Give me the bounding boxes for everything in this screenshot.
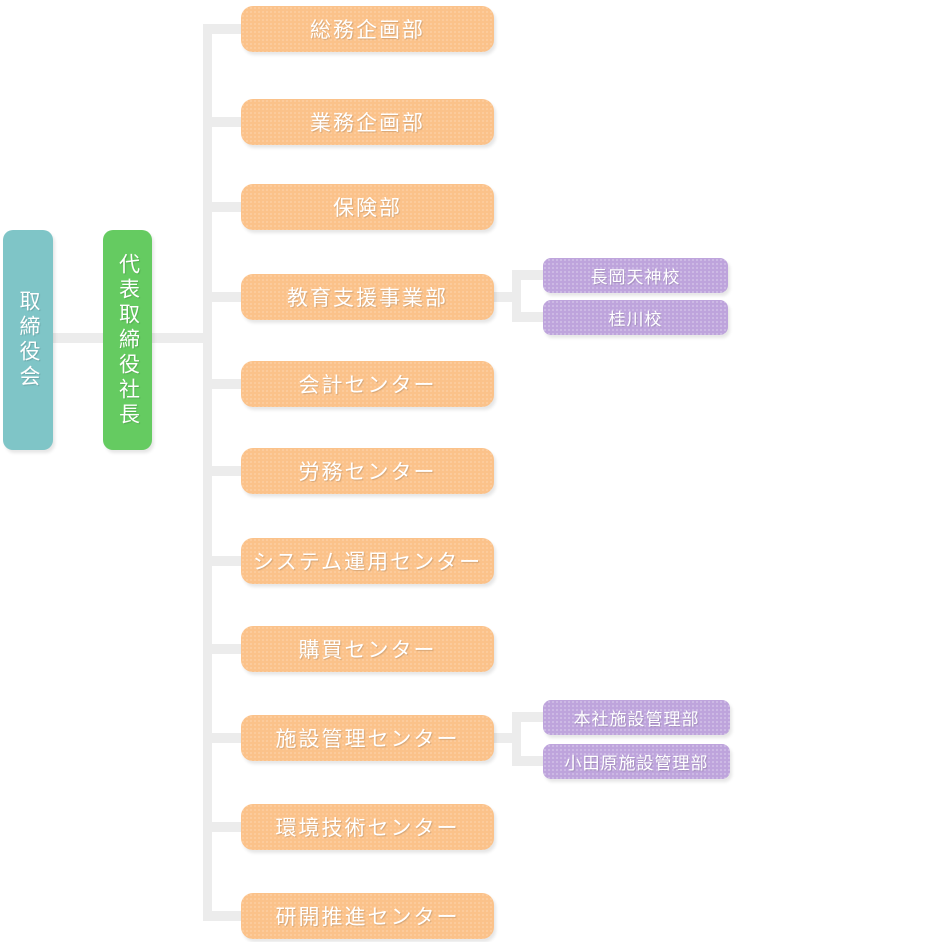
connector-branch-5 bbox=[203, 379, 241, 389]
dept-node-accounting-center: 会計センター bbox=[241, 361, 494, 407]
dept-node-general-affairs-planning: 総務企画部 bbox=[241, 6, 494, 52]
connector-facility-2 bbox=[512, 756, 543, 766]
connector-facility-vertical bbox=[512, 712, 521, 766]
connector-branch-11 bbox=[203, 911, 241, 921]
dept-node-environmental-technology-center: 環境技術センター bbox=[241, 804, 494, 850]
connector-branch-10 bbox=[203, 822, 241, 832]
connector-branch-2 bbox=[203, 117, 241, 127]
connector-board-president bbox=[53, 333, 103, 343]
dept-node-labor-center: 労務センター bbox=[241, 448, 494, 494]
connector-facility-stub bbox=[494, 733, 518, 743]
connector-branch-8 bbox=[203, 644, 241, 654]
connector-branch-9 bbox=[203, 733, 241, 743]
branch-node-odawara-facility: 小田原施設管理部 bbox=[543, 744, 730, 779]
connector-facility-1 bbox=[512, 712, 543, 722]
connector-education-stub bbox=[494, 292, 518, 302]
connector-branch-6 bbox=[203, 466, 241, 476]
board-node: 取締役会 bbox=[3, 230, 53, 450]
dept-node-facility-management-center: 施設管理センター bbox=[241, 715, 494, 761]
dept-node-purchasing-center: 購買センター bbox=[241, 626, 494, 672]
dept-node-system-operation-center: システム運用センター bbox=[241, 538, 494, 584]
branch-node-honsha-facility: 本社施設管理部 bbox=[543, 700, 730, 735]
school-node-nagaoka-tenjin: 長岡天神校 bbox=[543, 258, 728, 293]
connector-education-vertical bbox=[512, 270, 521, 322]
connector-branch-4 bbox=[203, 292, 241, 302]
connector-branch-7 bbox=[203, 556, 241, 566]
connector-branch-1 bbox=[203, 24, 241, 34]
connector-school-1 bbox=[512, 270, 543, 280]
dept-node-insurance: 保険部 bbox=[241, 184, 494, 230]
connector-branch-3 bbox=[203, 202, 241, 212]
school-node-katsuragawa: 桂川校 bbox=[543, 300, 728, 335]
dept-node-rd-promotion-center: 研開推進センター bbox=[241, 893, 494, 939]
president-node: 代表取締役社長 bbox=[103, 230, 152, 450]
connector-president-trunk bbox=[152, 333, 212, 343]
dept-node-business-planning: 業務企画部 bbox=[241, 99, 494, 145]
connector-school-2 bbox=[512, 312, 543, 322]
dept-node-education-support: 教育支援事業部 bbox=[241, 274, 494, 320]
